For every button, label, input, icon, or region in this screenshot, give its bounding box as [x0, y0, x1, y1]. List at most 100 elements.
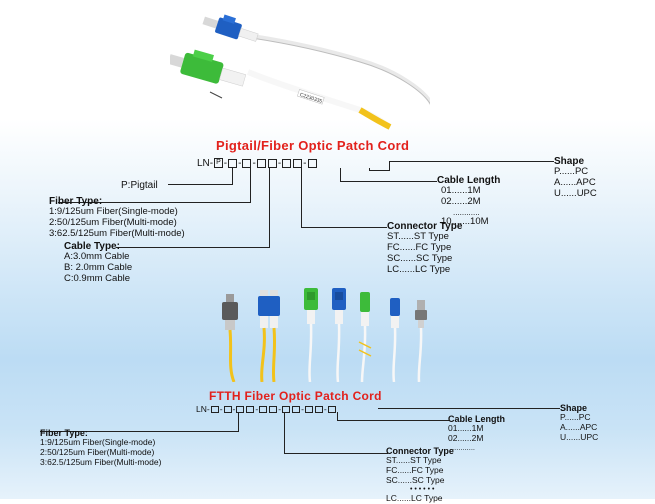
top-cable-type-item: C:0.9mm Cable	[64, 272, 130, 284]
top-code-conn-box2	[267, 158, 277, 168]
bottom-code-box	[259, 406, 268, 414]
top-code-prefix: LN-	[197, 158, 214, 169]
sc-green-connector	[304, 288, 318, 382]
bottom-code-prefix: LN-	[196, 404, 210, 414]
line-shape-v	[369, 168, 370, 170]
top-title: Pigtail/Fiber Optic Patch Cord	[216, 138, 410, 153]
line-conn-v	[301, 168, 302, 227]
top-cable-type: Cable Type: A:3.0mm Cable B: 2.0mm Cable…	[64, 241, 132, 285]
line-fiber-h	[58, 202, 251, 203]
top-connector-type-heading: Connector Type	[387, 221, 463, 232]
top-code-shape-box	[307, 158, 317, 168]
pigtail-photo: C2230335	[170, 14, 430, 130]
top-fiber-type-heading: Fiber Type:	[49, 196, 103, 207]
bottom-code-fiber-box	[223, 406, 232, 414]
bottom-fiber-type-item: 1:9/125um Fiber(Single-mode)	[40, 437, 156, 447]
top-code-len-box2	[293, 158, 303, 168]
bottom-shape-heading: Shape	[560, 403, 588, 413]
line-b-fiber-h	[40, 431, 239, 432]
line-b-shape-h	[378, 408, 560, 409]
st-connector	[415, 300, 427, 382]
line-conn-h	[301, 227, 387, 228]
line-b-len-h	[337, 420, 449, 421]
top-cable-length: Cable Length 01......1M 02......2M .....…	[437, 175, 500, 228]
blue-lc-connector	[202, 14, 259, 42]
top-code-len-box1	[282, 158, 292, 168]
bottom-title: FTTH Fiber Optic Patch Cord	[209, 389, 382, 403]
bottom-code-string: LN-------	[196, 404, 337, 414]
top-shape-heading: Shape	[554, 156, 585, 167]
top-cable-length-item: ............	[453, 207, 480, 217]
bottom-code-box	[210, 406, 219, 414]
bottom-code-shape-box	[327, 406, 336, 414]
top-cable-length-heading: Cable Length	[437, 175, 501, 186]
bottom-connector-type-item: SC......SC Type	[386, 474, 445, 485]
bottom-shape-item: P......PC	[560, 412, 591, 422]
bottom-shape: Shape P......PC A......APC U......UPC	[560, 403, 598, 442]
bottom-code-box	[246, 406, 255, 414]
sc-blue-connector	[332, 288, 346, 382]
bottom-connector-type-item: ST......ST Type	[386, 455, 442, 465]
bottom-fiber-type: Fiber Type: 1:9/125um Fiber(Single-mode)…	[40, 428, 161, 467]
line-fiber-v	[250, 168, 251, 202]
top-code-fiber-box	[228, 158, 238, 168]
line-b-fiber-v	[238, 412, 239, 431]
bottom-fiber-type-item: 2:50/125um Fiber(Multi-mode)	[40, 446, 155, 457]
top-code-string: LN-P-----	[197, 158, 318, 169]
line-shape-h2	[389, 161, 554, 162]
top-cable-type-item: B: 2.0mm Cable	[64, 261, 133, 273]
top-cable-length-item: 10.......10M	[441, 216, 489, 228]
bottom-code-box	[314, 406, 323, 414]
line-len-v	[340, 168, 341, 181]
bottom-fiber-type-item: 3:62.5/125um Fiber(Multi-mode)	[40, 456, 162, 467]
line-pigtail-v	[232, 168, 233, 184]
bottom-connector-type: Connector Type ST......ST Type FC......F…	[386, 446, 454, 504]
green-lc-connector	[170, 49, 247, 87]
bottom-connector-type-item: LC......LC Type	[386, 493, 443, 504]
bottom-cable-length-item: 02......2M	[448, 432, 484, 443]
duplex-lc-connector	[258, 290, 280, 382]
fc-connector	[222, 294, 238, 382]
top-fiber-type-item: 3:62.5/125um Fiber(Multi-mode)	[49, 227, 185, 239]
top-cable-length-item: 02......2M	[441, 195, 481, 207]
line-b-conn-h	[284, 453, 388, 454]
line-pigtail-h	[168, 184, 233, 185]
top-connector-type-item: LC......LC Type	[387, 263, 451, 275]
top-cable-length-item: 01......1M	[441, 185, 481, 196]
bottom-fiber-type-heading: Fiber Type:	[40, 428, 88, 438]
line-b-conn-v	[284, 412, 285, 453]
bottom-cable-length-heading: Cable Length	[448, 414, 506, 424]
top-cable-type-heading: Cable Type:	[64, 241, 120, 252]
line-shape-h1	[369, 170, 389, 171]
bottom-code-box	[269, 406, 278, 414]
bottom-shape-item: A......APC	[560, 421, 598, 432]
top-connector-type-item: ST......ST Type	[387, 231, 449, 242]
bottom-connector-type-item: • • • • • •	[410, 486, 435, 494]
bottom-code-box	[292, 406, 301, 414]
ftth-patch-cords-photo	[222, 288, 427, 382]
bottom-cable-length: Cable Length 01......1M 02......2M .....…	[448, 414, 505, 452]
lc-green-connector	[358, 292, 372, 382]
top-connector-type-item: SC......SC Type	[387, 252, 453, 264]
top-shape-item: P......PC	[554, 166, 589, 177]
line-shape-v2	[389, 161, 390, 171]
lc-blue-connector	[390, 298, 400, 382]
bottom-connector-type-heading: Connector Type	[386, 446, 454, 456]
line-cable-h	[116, 247, 270, 248]
top-pigtail-label: P:Pigtail	[121, 180, 158, 191]
bottom-cable-length-item: 01......1M	[448, 423, 484, 433]
top-fiber-type-item: 1:9/125um Fiber(Single-mode)	[49, 206, 178, 217]
bottom-shape-item: U......UPC	[560, 431, 599, 442]
top-fiber-type: Fiber Type: 1:9/125um Fiber(Single-mode)…	[49, 196, 185, 240]
top-shape: Shape P......PC A......APC U......UPC	[554, 156, 597, 200]
bottom-code-box	[282, 406, 291, 414]
bottom-code-box	[304, 406, 313, 414]
top-fiber-type-item: 2:50/125um Fiber(Multi-mode)	[49, 216, 177, 228]
line-cable-v	[269, 168, 270, 247]
line-len-h	[340, 181, 437, 182]
top-shape-item: A......APC	[554, 176, 596, 188]
top-code-cable-box	[242, 158, 252, 168]
top-shape-item: U......UPC	[554, 187, 597, 199]
top-connector-type: Connector Type ST......ST Type FC......F…	[387, 221, 462, 276]
